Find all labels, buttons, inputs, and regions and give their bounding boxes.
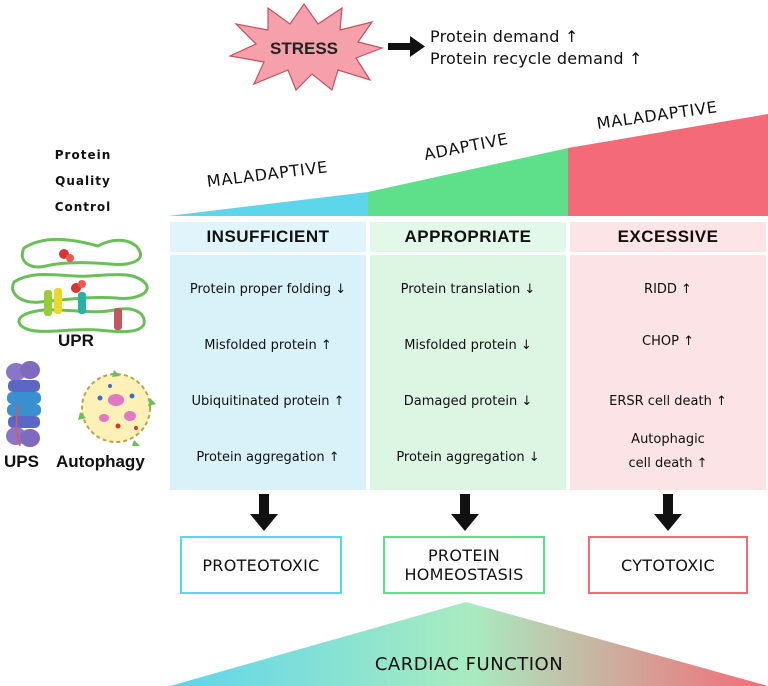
down-arrow-icon <box>654 494 682 531</box>
column-appropriate: Protein translation ↓ Misfolded protein … <box>370 255 566 490</box>
list-item: Protein proper folding ↓ <box>189 282 347 297</box>
protein-demand-text: Protein demand ↑ <box>430 27 579 46</box>
list-item: ERSR cell death ↑ <box>609 394 727 409</box>
outcome-cytotoxic: CYTOTOXIC <box>588 536 748 594</box>
down-arrow-icon <box>451 494 479 531</box>
list-item: CHOP ↑ <box>642 334 694 349</box>
stress-arrow-icon <box>388 36 425 57</box>
autophagosome-icon <box>78 370 156 446</box>
list-item: Misfolded protein ↑ <box>204 338 332 353</box>
column-header-excessive: EXCESSIVE <box>570 222 766 252</box>
upr-label: UPR <box>58 331 94 350</box>
pqc-title-line-2: Quality <box>55 174 111 188</box>
list-item: Damaged protein ↓ <box>403 394 533 409</box>
protein-recycle-demand-text: Protein recycle demand ↑ <box>430 49 643 68</box>
adaptation-wedge <box>168 114 768 216</box>
column-header-insufficient: INSUFFICIENT <box>170 222 366 252</box>
column-insufficient: Protein proper folding ↓ Misfolded prote… <box>170 255 366 490</box>
proteasome-icon <box>6 361 41 447</box>
stress-burst: STRESS <box>228 2 384 92</box>
outcome-proteotoxic: PROTEOTOXIC <box>180 536 342 594</box>
list-item: Protein aggregation ↑ <box>196 450 340 465</box>
pqc-title-line-1: Protein <box>54 148 112 162</box>
autophagy-label: Autophagy <box>56 452 145 471</box>
list-item: cell death ↑ <box>628 456 708 471</box>
pqc-title-line-3: Control <box>54 200 112 214</box>
cardiac-function-triangle <box>170 602 768 686</box>
list-item: Ubiquitinated protein ↑ <box>191 394 345 409</box>
outcome-text: PROTEOTOXIC <box>202 555 320 575</box>
list-item: Autophagic <box>631 432 705 447</box>
er-upr-icon <box>11 237 149 334</box>
list-item: Misfolded protein ↓ <box>404 338 532 353</box>
outcome-protein-homeostasis: PROTEIN HOMEOSTASIS <box>383 536 545 594</box>
list-item: Protein aggregation ↓ <box>396 450 540 465</box>
ups-label: UPS <box>4 452 39 471</box>
column-header-appropriate: APPROPRIATE <box>370 222 566 252</box>
list-item: Protein translation ↓ <box>400 282 536 297</box>
cardiac-function-label: CARDIAC FUNCTION <box>374 654 564 675</box>
outcome-text-line-2: HOMEOSTASIS <box>404 565 524 584</box>
stress-label: STRESS <box>270 39 338 58</box>
column-excessive: RIDD ↑ CHOP ↑ ERSR cell death ↑ Autophag… <box>570 255 766 490</box>
outcome-text: CYTOTOXIC <box>621 555 715 575</box>
down-arrow-icon <box>250 494 278 531</box>
outcome-text-line-1: PROTEIN <box>427 546 501 565</box>
list-item: RIDD ↑ <box>644 282 692 297</box>
